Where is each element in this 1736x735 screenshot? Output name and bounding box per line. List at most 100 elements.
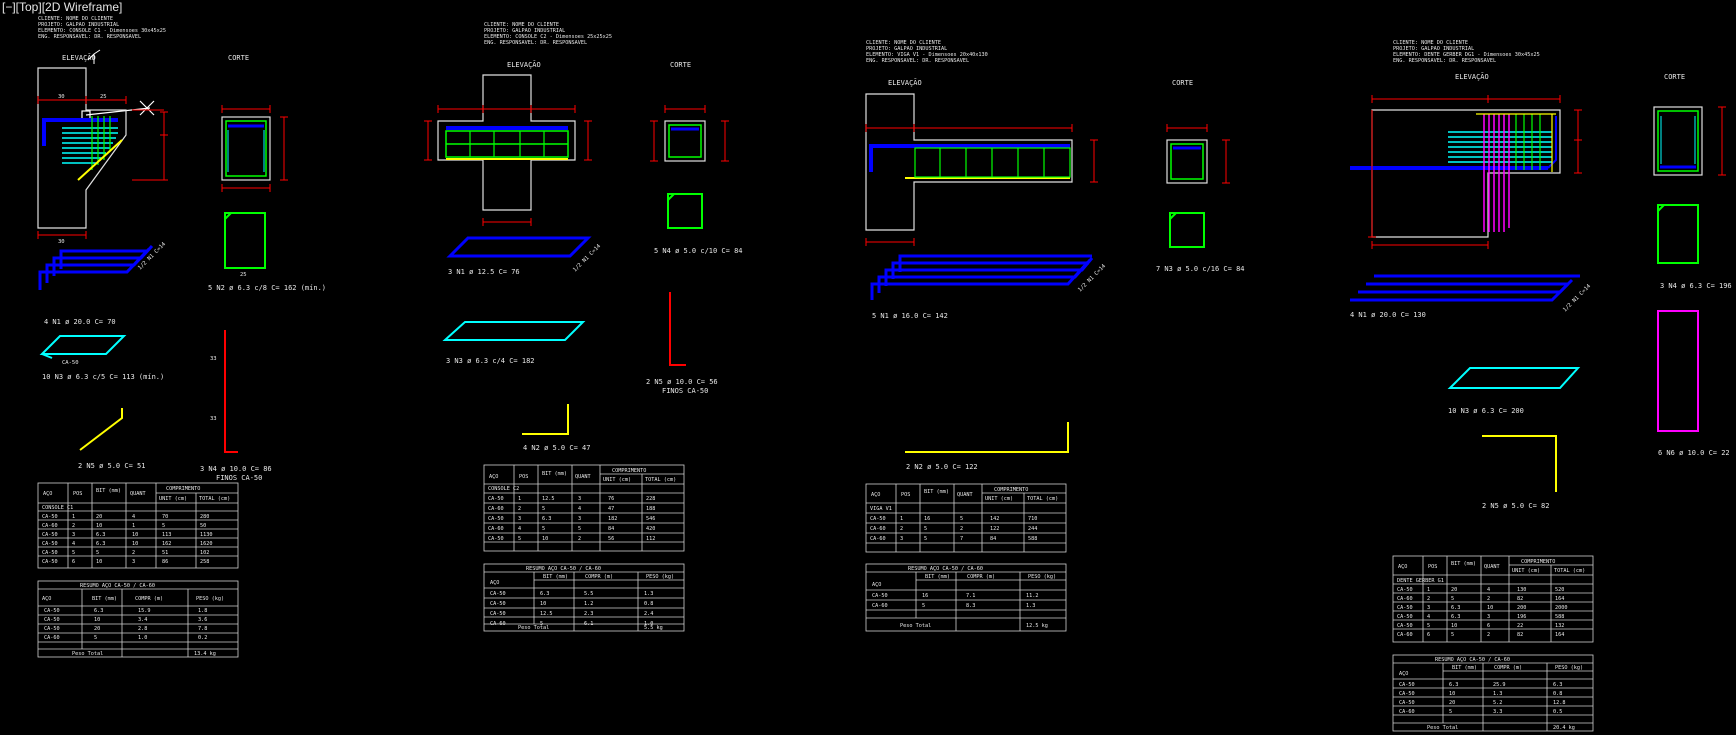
resumo-table bbox=[1392, 654, 1594, 732]
bar-caption: 5 N2 ø 6.3 c/8 C= 162 (mín.) bbox=[208, 284, 326, 292]
table-cell: 2 bbox=[1487, 632, 1490, 638]
note-line: ELEMENTO: DENTE GERBER DG1 - Dimensoes 3… bbox=[1393, 52, 1540, 58]
resumo-cell: CA-50 bbox=[872, 593, 888, 599]
section-view bbox=[1653, 106, 1726, 176]
table-header-cell: TOTAL (cm) bbox=[199, 496, 230, 502]
bar-n3-detail bbox=[442, 321, 586, 341]
table-cell: 6.3 bbox=[1451, 614, 1460, 620]
bar-n1-detail bbox=[446, 236, 592, 258]
section-title: CORTE bbox=[1172, 79, 1193, 87]
resumo-cell: CA-50 bbox=[1399, 700, 1415, 706]
table-header-cell: TOTAL (cm) bbox=[1554, 568, 1585, 574]
resumo-cell: CA-50 bbox=[44, 608, 60, 614]
drawing-dente-gerber: CLIENTE: NOME DO CLIENTE PROJETO: GALPAO… bbox=[1350, 40, 1732, 732]
table-cell: 6.3 bbox=[542, 516, 551, 522]
resumo-header: BIT (mm) bbox=[92, 596, 117, 602]
resumo-cell: 6.1 bbox=[584, 621, 593, 627]
peso-total-value: 20.4 kg bbox=[1553, 725, 1575, 731]
table-cell: 1 bbox=[900, 516, 903, 522]
stirrup-detail bbox=[667, 193, 703, 229]
table-cell: 82 bbox=[1517, 632, 1523, 638]
resumo-cell: 1.3 bbox=[1026, 603, 1035, 609]
table-cell: 10 bbox=[132, 532, 138, 538]
table-cell: CA-50 bbox=[42, 541, 58, 547]
resumo-cell: 1.3 bbox=[644, 591, 653, 597]
bar-n1-detail bbox=[1350, 274, 1580, 302]
elevation-rebar bbox=[42, 116, 123, 181]
table-cell: 10 bbox=[1451, 623, 1457, 629]
viewport-label[interactable]: [−][Top][2D Wireframe] bbox=[2, 0, 123, 14]
table-cell: CA-50 bbox=[1397, 605, 1413, 611]
table-cell: 5 bbox=[72, 550, 75, 556]
table-header-cell: UNIT (cm) bbox=[603, 477, 631, 483]
resumo-cell: 5.5 bbox=[584, 591, 593, 597]
steel-table bbox=[37, 482, 239, 569]
bar-caption: FINOS CA-50 bbox=[216, 474, 262, 482]
resumo-cell: 5 bbox=[922, 603, 925, 609]
resumo-header: BIT (mm) bbox=[1452, 665, 1477, 671]
resumo-title: RESUMO AÇO CA-50 / CA-60 bbox=[908, 566, 983, 572]
peso-total-label: Peso Total bbox=[72, 651, 103, 657]
resumo-cell: CA-50 bbox=[490, 601, 506, 607]
table-cell: 10 bbox=[96, 559, 102, 565]
table-cell: 6 bbox=[72, 559, 75, 565]
table-cell: 6 bbox=[1427, 632, 1430, 638]
resumo-cell: 5 bbox=[540, 621, 543, 627]
resumo-cell: 6.3 bbox=[94, 608, 103, 614]
resumo-cell: 1.0 bbox=[138, 635, 147, 641]
dimension-lines bbox=[865, 124, 1098, 246]
table-group-label: VIGA V1 bbox=[870, 506, 892, 512]
table-cell: 3 bbox=[1427, 605, 1430, 611]
table-cell: 2 bbox=[578, 536, 581, 542]
table-header-cell: QUANT bbox=[130, 491, 146, 497]
bar-caption: 5 N4 ø 5.0 c/10 C= 84 bbox=[654, 247, 743, 255]
bar-n2-detail bbox=[522, 404, 569, 435]
table-cell: 5 bbox=[960, 516, 963, 522]
bar-caption: 2 N5 ø 5.0 C= 51 bbox=[78, 462, 145, 470]
table-group-label: CONSOLE C2 bbox=[488, 486, 519, 492]
title-block-notes: CLIENTE: NOME DO CLIENTE PROJETO: GALPAO… bbox=[38, 16, 166, 40]
resumo-cell: CA-50 bbox=[1399, 682, 1415, 688]
resumo-header: AÇO bbox=[490, 580, 499, 586]
note-line: CLIENTE: NOME DO CLIENTE bbox=[866, 40, 941, 46]
bar-caption: 3 N1 ø 12.5 C= 76 bbox=[448, 268, 520, 276]
table-cell: 84 bbox=[990, 536, 996, 542]
elevation-outline bbox=[865, 93, 1073, 231]
resumo-header: PESO (kg) bbox=[1028, 574, 1056, 580]
dim-label: 25 bbox=[100, 94, 107, 100]
resumo-cell: CA-50 bbox=[44, 617, 60, 623]
table-header-cell: BIT (mm) bbox=[542, 471, 567, 477]
resumo-cell: CA-60 bbox=[1399, 709, 1415, 715]
table-header-cell: COMPRIMENTO bbox=[166, 486, 200, 492]
table-header-cell: POS bbox=[519, 474, 528, 480]
bar-caption: 4 N1 ø 20.0 C= 130 bbox=[1350, 311, 1426, 319]
table-cell: 5 bbox=[1451, 632, 1454, 638]
bar-n3-detail bbox=[1447, 367, 1581, 389]
table-cell: 588 bbox=[1028, 536, 1037, 542]
table-cell: 5 bbox=[518, 536, 521, 542]
table-cell: 244 bbox=[1028, 526, 1037, 532]
resumo-cell: 12.5 bbox=[540, 611, 553, 617]
table-cell: 7 bbox=[960, 536, 963, 542]
table-header-cell: QUANT bbox=[1484, 564, 1500, 570]
resumo-header: PESO (kg) bbox=[196, 596, 224, 602]
table-header-cell: AÇO bbox=[43, 491, 52, 497]
table-header-cell: AÇO bbox=[1398, 564, 1407, 570]
table-cell: 6 bbox=[1487, 623, 1490, 629]
resumo-cell: 2.3 bbox=[584, 611, 593, 617]
table-cell: 710 bbox=[1028, 516, 1037, 522]
elevation-title: ELEVAÇÃO bbox=[1455, 72, 1489, 81]
table-cell: 420 bbox=[646, 526, 655, 532]
section-view bbox=[221, 105, 288, 192]
table-cell: 588 bbox=[1555, 614, 1564, 620]
table-cell: 4 bbox=[1427, 614, 1430, 620]
resumo-cell: 1.3 bbox=[1493, 691, 1502, 697]
table-cell: 4 bbox=[132, 514, 135, 520]
table-cell: 258 bbox=[200, 559, 209, 565]
table-header-cell: TOTAL (cm) bbox=[1027, 496, 1058, 502]
